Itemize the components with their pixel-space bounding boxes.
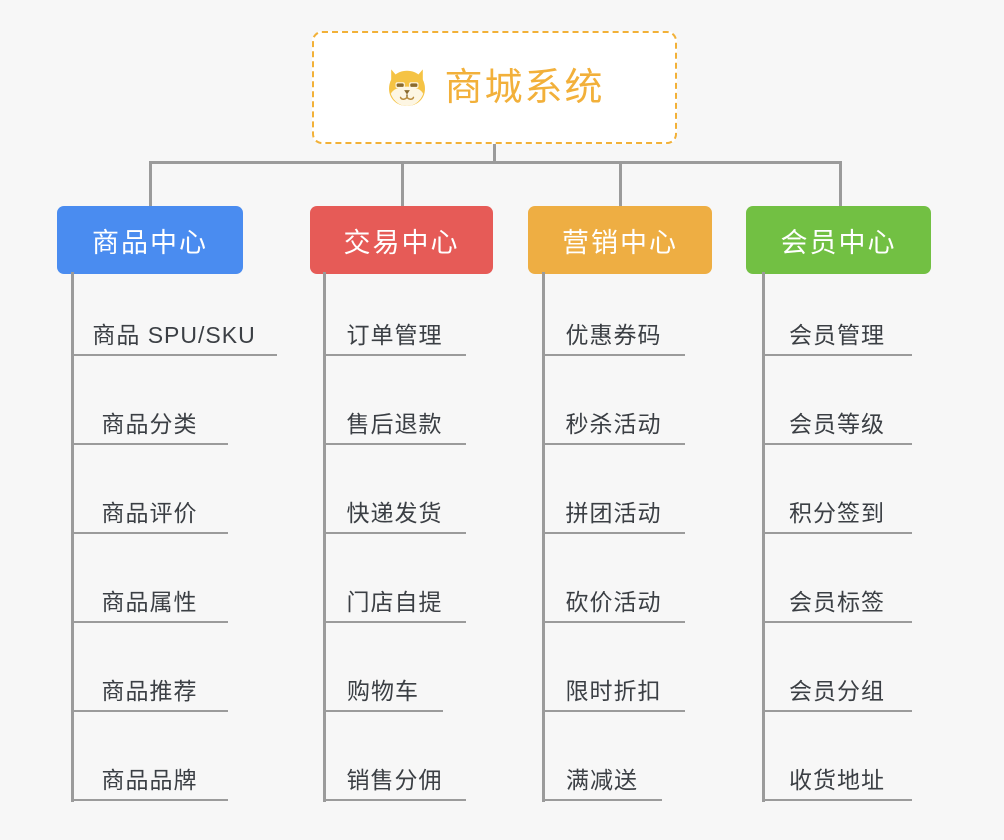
- leaf-label: 会员等级: [789, 411, 885, 438]
- leaf-item[interactable]: 会员等级: [762, 361, 912, 445]
- leaf-item[interactable]: 会员管理: [762, 272, 912, 356]
- leaf-spine: [71, 272, 74, 802]
- category-label: 交易中心: [343, 227, 460, 258]
- leaf-label: 优惠券码: [565, 322, 662, 349]
- leaf-label: 商品属性: [101, 589, 198, 616]
- leaf-label: 商品分类: [101, 411, 198, 438]
- leaf-label: 会员分组: [789, 678, 885, 705]
- leaf-item[interactable]: 商品 SPU/SKU: [71, 272, 277, 356]
- leaf-label: 会员标签: [789, 589, 885, 616]
- leaf-label: 售后退款: [346, 411, 443, 438]
- leaf-label: 门店自提: [346, 589, 443, 616]
- connector-drop-3: [619, 161, 622, 206]
- category-box-product[interactable]: 商品中心: [57, 206, 243, 274]
- leaf-item[interactable]: 商品推荐: [71, 628, 228, 712]
- root-title: 商城系统: [444, 66, 605, 109]
- leaf-item[interactable]: 门店自提: [323, 539, 466, 623]
- leaf-label: 销售分佣: [346, 767, 443, 794]
- category-box-marketing[interactable]: 营销中心: [528, 206, 712, 274]
- leaf-item[interactable]: 商品评价: [71, 450, 228, 534]
- leaf-label: 拼团活动: [565, 500, 662, 527]
- category-box-trade[interactable]: 交易中心: [310, 206, 493, 274]
- leaf-item[interactable]: 会员标签: [762, 539, 912, 623]
- leaf-label: 秒杀活动: [565, 411, 662, 438]
- leaf-item[interactable]: 会员分组: [762, 628, 912, 712]
- leaf-label: 会员管理: [789, 322, 885, 349]
- connector-drop-4: [839, 161, 842, 206]
- leaf-label: 积分签到: [789, 500, 885, 527]
- leaf-label: 商品推荐: [101, 678, 198, 705]
- root-node[interactable]: 商城系统: [312, 31, 677, 144]
- leaf-label: 商品评价: [101, 500, 198, 527]
- leaf-item[interactable]: 商品分类: [71, 361, 228, 445]
- connector-drop-2: [401, 161, 404, 206]
- leaf-spine: [762, 272, 765, 802]
- leaf-label: 商品品牌: [101, 767, 198, 794]
- connector-horizontal-bus: [149, 161, 842, 164]
- category-label: 营销中心: [562, 227, 678, 258]
- category-label: 会员中心: [780, 227, 897, 258]
- leaf-item[interactable]: 商品品牌: [71, 717, 228, 801]
- leaf-item[interactable]: 售后退款: [323, 361, 466, 445]
- connector-root-stem: [493, 144, 496, 163]
- leaf-label: 收货地址: [789, 767, 885, 794]
- leaf-label: 快递发货: [346, 500, 443, 527]
- leaf-label: 满减送: [566, 767, 638, 794]
- leaf-item[interactable]: 拼团活动: [542, 450, 685, 534]
- dog-face-icon: [389, 68, 426, 106]
- category-box-member[interactable]: 会员中心: [746, 206, 931, 274]
- leaf-spine: [542, 272, 545, 802]
- leaf-item[interactable]: 订单管理: [323, 272, 466, 356]
- leaf-item[interactable]: 积分签到: [762, 450, 912, 534]
- leaf-item[interactable]: 优惠券码: [542, 272, 685, 356]
- leaf-label: 商品 SPU/SKU: [92, 322, 256, 349]
- leaf-label: 限时折扣: [565, 678, 662, 705]
- leaf-item[interactable]: 收货地址: [762, 717, 912, 801]
- leaf-item[interactable]: 满减送: [542, 717, 662, 801]
- leaf-label: 购物车: [347, 678, 419, 705]
- leaf-item[interactable]: 秒杀活动: [542, 361, 685, 445]
- category-label: 商品中心: [92, 227, 208, 258]
- connector-drop-1: [149, 161, 152, 206]
- leaf-label: 砍价活动: [565, 589, 662, 616]
- leaf-item[interactable]: 销售分佣: [323, 717, 466, 801]
- leaf-spine: [323, 272, 326, 802]
- leaf-item[interactable]: 购物车: [323, 628, 443, 712]
- leaf-item[interactable]: 快递发货: [323, 450, 466, 534]
- leaf-item[interactable]: 商品属性: [71, 539, 228, 623]
- leaf-label: 订单管理: [346, 322, 443, 349]
- leaf-item[interactable]: 砍价活动: [542, 539, 685, 623]
- leaf-item[interactable]: 限时折扣: [542, 628, 685, 712]
